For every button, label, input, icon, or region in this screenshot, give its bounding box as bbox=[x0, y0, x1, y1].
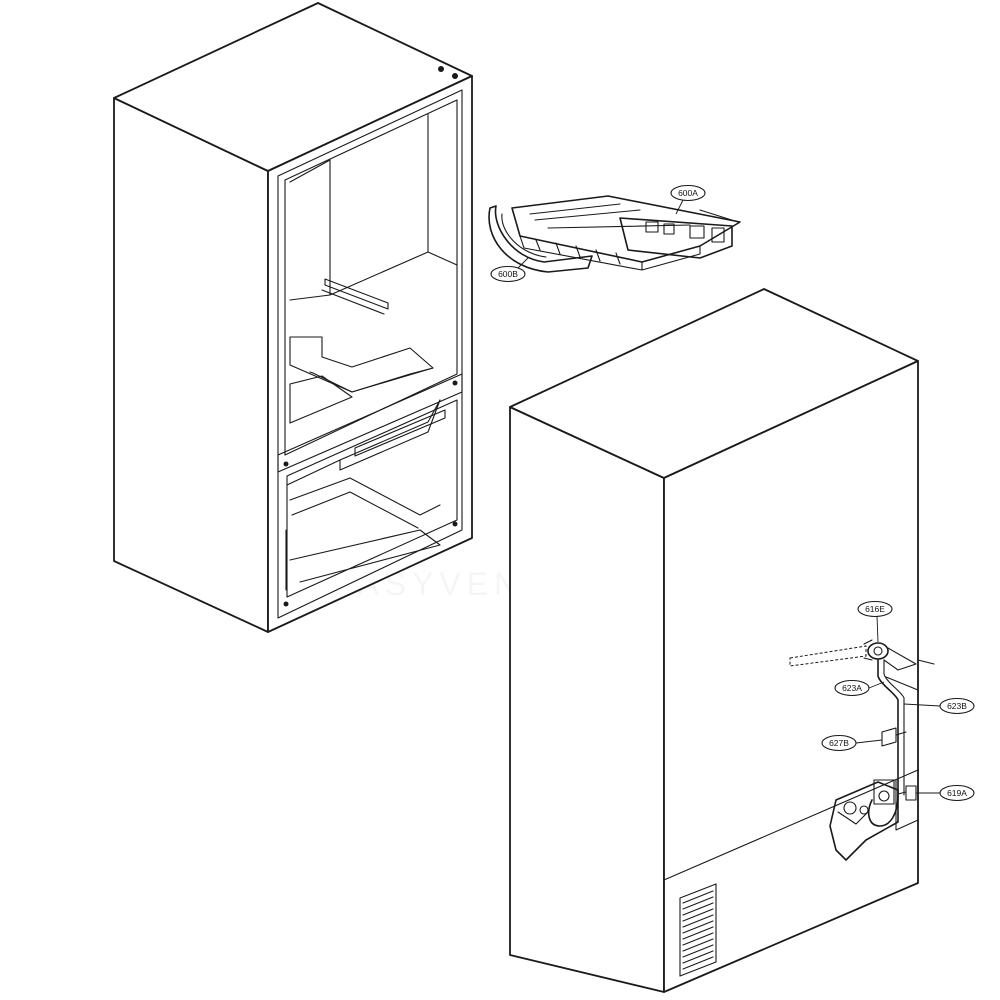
fresh-food-opening bbox=[284, 99, 458, 456]
center-mullion bbox=[277, 373, 463, 473]
shelf-rail bbox=[324, 278, 389, 310]
callout-600B: 600B bbox=[490, 257, 529, 283]
crisper-floor-left bbox=[289, 375, 353, 424]
rear-cabinet-back bbox=[663, 360, 919, 993]
ice-maker-control-housing bbox=[619, 217, 733, 259]
water-valve bbox=[829, 779, 917, 861]
cabinet-left-side bbox=[113, 97, 269, 633]
svg-text:619A: 619A bbox=[947, 788, 967, 798]
water-tube bbox=[867, 659, 899, 827]
ice-ejector-arm bbox=[488, 205, 593, 273]
callout-619A: 619A bbox=[916, 784, 975, 802]
callout-623B: 623B bbox=[903, 697, 975, 715]
svg-text:600A: 600A bbox=[678, 188, 698, 198]
svg-text:623B: 623B bbox=[947, 701, 967, 711]
vent-grille bbox=[679, 883, 717, 977]
water-fitting bbox=[867, 642, 889, 660]
callout-616E: 616E bbox=[857, 600, 893, 643]
supply-tube bbox=[789, 645, 867, 667]
callout-627B: 627B bbox=[821, 734, 883, 752]
ice-maker-assembly bbox=[488, 195, 741, 273]
rear-cabinet bbox=[509, 288, 919, 993]
svg-text:623A: 623A bbox=[842, 683, 862, 693]
front-cabinet bbox=[113, 2, 473, 633]
tube-clip bbox=[881, 727, 897, 747]
rear-cabinet-side bbox=[509, 406, 665, 993]
freezer-opening bbox=[286, 399, 458, 598]
callout-623A: 623A bbox=[834, 679, 885, 697]
freezer-rail bbox=[354, 409, 446, 457]
callout-600A: 600A bbox=[670, 184, 706, 215]
cabinet-front-frame bbox=[267, 75, 473, 633]
svg-text:627B: 627B bbox=[829, 738, 849, 748]
water-line-assembly bbox=[789, 639, 935, 861]
crisper-floor bbox=[289, 336, 434, 393]
svg-text:616E: 616E bbox=[865, 604, 885, 614]
svg-text:600B: 600B bbox=[498, 269, 518, 279]
